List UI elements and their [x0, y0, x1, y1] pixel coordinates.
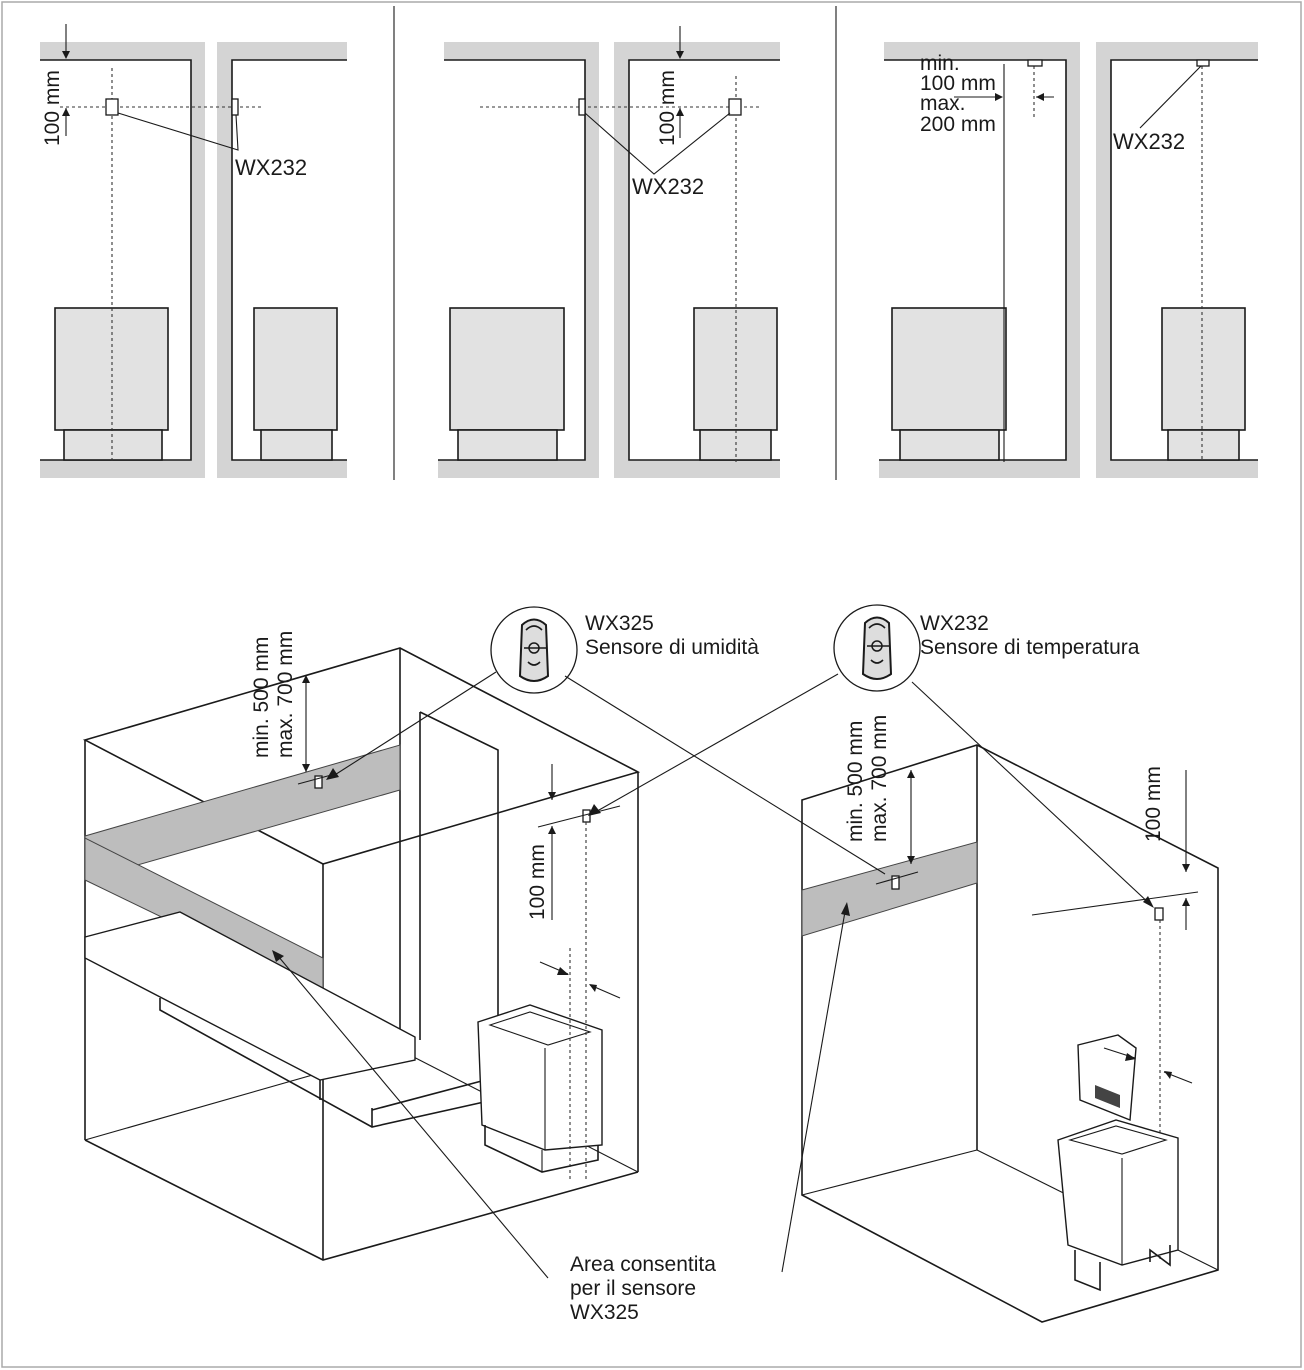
- allowed-area-band: [801, 841, 978, 937]
- heater-side-view: [253, 307, 338, 431]
- top-panel-1: 100 mm WX232: [40, 24, 347, 478]
- bottom-right-room: min. 500 mm max. 700 mm 100 mm: [781, 715, 1219, 1323]
- min-500mm-label: min. 500 mm: [844, 721, 867, 842]
- top-panel-2: 100 mm WX232: [438, 26, 780, 478]
- temperature-sensor-name: WX232: [920, 612, 989, 635]
- wx232-label: WX232: [1113, 129, 1185, 154]
- sensor-wx325: [314, 775, 323, 789]
- allowed-area-label: Area consentita per il sensore WX325: [570, 1253, 716, 1324]
- dim-100mm-label: 100 mm: [1142, 766, 1165, 842]
- heater-side-view: [1161, 307, 1246, 431]
- sensor-wx232: [728, 98, 742, 116]
- area-label-line1: Area consentita: [570, 1253, 716, 1276]
- max-700mm-label: max. 700 mm: [274, 631, 297, 758]
- wx232-label: WX232: [235, 155, 307, 180]
- max-700mm-label: max. 700 mm: [868, 715, 891, 842]
- heater-3d: [477, 1004, 603, 1151]
- heater-front-view: [891, 307, 1007, 431]
- min-100mm-label: 100 mm: [920, 72, 996, 95]
- dim-100mm-label: 100 mm: [41, 70, 64, 146]
- humidity-sensor-name: WX325: [585, 612, 654, 635]
- heater-guard: [1077, 1034, 1137, 1122]
- sensor-wx232: [1027, 59, 1043, 67]
- area-label-line3: WX325: [570, 1301, 639, 1324]
- heater-side-view: [693, 307, 778, 431]
- temperature-sensor-callout: WX232 Sensore di temperatura: [588, 604, 1154, 908]
- max-label: max.: [920, 92, 966, 115]
- humidity-sensor-icon: [518, 618, 550, 682]
- sensor-wx325: [891, 875, 900, 890]
- humidity-sensor-desc: Sensore di umidità: [585, 636, 759, 659]
- max-200mm-label: 200 mm: [920, 113, 996, 136]
- sensor-wx232: [1154, 907, 1164, 921]
- temperature-sensor-icon: [861, 616, 893, 680]
- heater-front-view: [449, 307, 565, 431]
- top-panel-3: min. 100 mm max. 200 mm WX232: [879, 42, 1258, 478]
- sensor-wx232: [105, 98, 119, 116]
- min-500mm-label: min. 500 mm: [250, 637, 273, 758]
- dim-100mm-label: 100 mm: [526, 844, 549, 920]
- temperature-sensor-desc: Sensore di temperatura: [920, 636, 1140, 659]
- area-label-line2: per il sensore: [570, 1277, 696, 1300]
- bottom-left-room: min. 500 mm max. 700 mm 100 mm: [82, 631, 641, 1279]
- humidity-sensor-callout: WX325 Sensore di umidità: [326, 606, 886, 875]
- sensor-wx232: [582, 809, 591, 823]
- dim-100mm-label: 100 mm: [656, 70, 679, 146]
- min-label: min.: [920, 52, 960, 75]
- heater-3d: [1057, 1119, 1179, 1266]
- wx232-label: WX232: [632, 174, 704, 199]
